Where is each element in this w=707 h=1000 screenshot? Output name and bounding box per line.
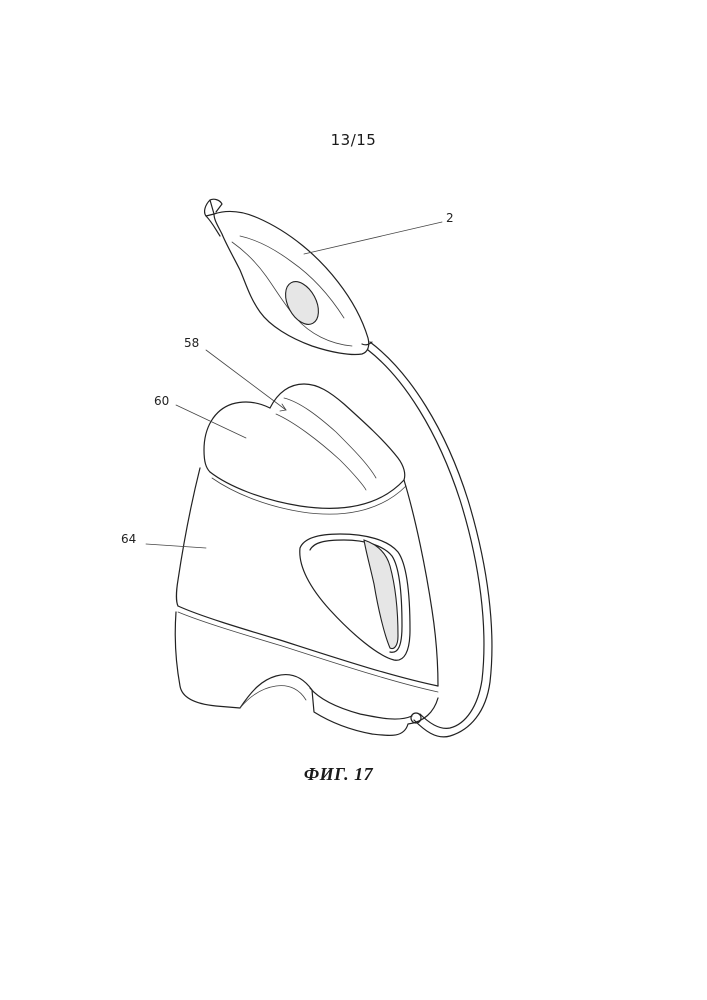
- handheld-head: [205, 199, 372, 354]
- base-unit: [175, 384, 438, 735]
- figure-caption: ФИГ. 17: [0, 764, 677, 785]
- ref-label-58: 58: [184, 336, 199, 350]
- ref-label-64: 64: [121, 532, 136, 546]
- ref-label-60: 60: [154, 394, 169, 408]
- hose: [368, 342, 492, 737]
- ref-label-2: 2: [446, 211, 454, 225]
